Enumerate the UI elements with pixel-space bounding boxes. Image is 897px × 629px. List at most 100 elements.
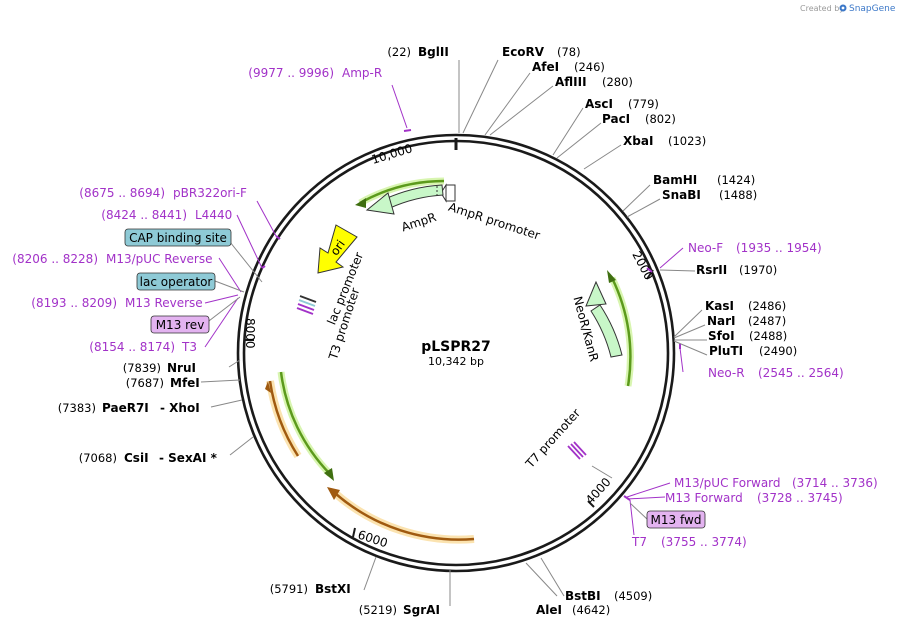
svg-text:EcoRV: EcoRV xyxy=(502,45,545,59)
svg-text:T3: T3 xyxy=(181,340,197,354)
ampr-ring-arc xyxy=(355,177,445,208)
primer-marks xyxy=(261,129,681,501)
enzyme-ecorv[interactable]: EcoRV (78) xyxy=(502,45,581,59)
tick-label-8000: 8000 xyxy=(243,318,257,349)
svg-text:(7068): (7068) xyxy=(79,451,117,465)
svg-text:(8206 .. 8228): (8206 .. 8228) xyxy=(12,252,98,266)
svg-text:(8675 .. 8694): (8675 .. 8694) xyxy=(79,186,165,200)
svg-text:(2490): (2490) xyxy=(759,344,797,358)
svg-text:SfoI: SfoI xyxy=(708,329,735,343)
label-ampr-promoter: AmpR promoter xyxy=(447,200,542,243)
left-green-arc xyxy=(277,371,334,481)
enzyme-bstbi[interactable]: BstBI (4509) xyxy=(565,589,652,603)
feature-connector-lines xyxy=(204,241,648,520)
left-orange-arc xyxy=(265,380,302,459)
svg-text:(22): (22) xyxy=(387,45,411,59)
primer-t3[interactable]: (8154 .. 8174) T3 xyxy=(89,340,197,354)
svg-text:(1935 .. 1954): (1935 .. 1954) xyxy=(736,241,822,255)
enzyme-xbai[interactable]: XbaI (1023) xyxy=(623,134,706,148)
svg-text:(802): (802) xyxy=(645,112,676,126)
enzyme-snabi[interactable]: SnaBI (1488) xyxy=(662,188,757,202)
enzyme-nari[interactable]: NarI (2487) xyxy=(707,314,786,328)
primer-m13-puc-forward[interactable]: M13/pUC Forward (3714 .. 3736) xyxy=(674,476,878,490)
svg-text:AleI: AleI xyxy=(536,603,562,617)
enzyme-bamhi[interactable]: BamHI (1424) xyxy=(653,173,755,187)
primer-pbr322ori-f[interactable]: (8675 .. 8694) pBR322ori-F xyxy=(79,186,247,200)
svg-text:(5219): (5219) xyxy=(359,603,397,617)
bottom-orange-arc xyxy=(327,487,475,544)
svg-text:M13 Reverse: M13 Reverse xyxy=(125,296,203,310)
svg-text:Neo-R: Neo-R xyxy=(708,366,745,380)
feature-cap-binding-site[interactable]: CAP binding site xyxy=(124,228,232,247)
svg-text:M13 fwd: M13 fwd xyxy=(651,513,702,527)
primer-m13-reverse[interactable]: (8193 .. 8209) M13 Reverse xyxy=(31,296,202,310)
svg-text:(8154 .. 8174): (8154 .. 8174) xyxy=(89,340,175,354)
svg-text:PacI: PacI xyxy=(602,112,630,126)
t7-promoter-stripes xyxy=(567,441,587,460)
primer-neo-r[interactable]: Neo-R (2545 .. 2564) xyxy=(708,366,844,380)
enzyme-pluti[interactable]: PluTI (2490) xyxy=(709,344,797,358)
enzyme-nrui[interactable]: (7839) NruI xyxy=(123,361,196,375)
svg-text:T7: T7 xyxy=(631,535,647,549)
svg-text:(2487): (2487) xyxy=(748,314,786,328)
svg-text:(2486): (2486) xyxy=(748,299,786,313)
svg-text:(7383): (7383) xyxy=(58,401,96,415)
feature-lac-operator[interactable]: lac operator xyxy=(136,272,216,291)
svg-text:(2545 .. 2564): (2545 .. 2564) xyxy=(758,366,844,380)
primer-connector-lines xyxy=(204,84,684,536)
enzyme-afei[interactable]: AfeI (246) xyxy=(532,60,605,74)
svg-text:BglII: BglII xyxy=(418,45,449,59)
primer-amp-r[interactable]: (9977 .. 9996) Amp-R xyxy=(248,66,382,80)
primer-m13-puc-reverse[interactable]: (8206 .. 8228) M13/pUC Reverse xyxy=(12,252,212,266)
primer-t7[interactable]: T7 (3755 .. 3774) xyxy=(631,535,747,549)
svg-text:BstBI: BstBI xyxy=(565,589,601,603)
enzyme-paer7i[interactable]: (7383) PaeR7I - XhoI xyxy=(58,401,200,415)
svg-text:(8193 .. 8209): (8193 .. 8209) xyxy=(31,296,117,310)
enzyme-mfei[interactable]: (7687) MfeI xyxy=(126,376,200,390)
feature-m13-fwd[interactable]: M13 fwd xyxy=(646,510,706,529)
plasmid-length: 10,342 bp xyxy=(428,355,484,368)
enzyme-connector-lines xyxy=(200,59,708,606)
svg-text:(78): (78) xyxy=(557,45,581,59)
enzyme-csii[interactable]: (7068) CsiI - SexAI * xyxy=(79,451,218,465)
svg-text:AfeI: AfeI xyxy=(532,60,559,74)
svg-text:NarI: NarI xyxy=(707,314,736,328)
enzyme-bglii[interactable]: (22) BglII xyxy=(387,45,448,59)
svg-text:SgrAI: SgrAI xyxy=(403,603,440,617)
svg-text:(7839): (7839) xyxy=(123,361,161,375)
tick-label-2000: 2000 xyxy=(629,249,656,283)
svg-text:KasI: KasI xyxy=(705,299,734,313)
svg-text:L4440: L4440 xyxy=(195,208,232,222)
enzyme-alei[interactable]: AleI (4642) xyxy=(536,603,610,617)
svg-text:(5791): (5791) xyxy=(270,582,308,596)
primer-neo-f[interactable]: Neo-F (1935 .. 1954) xyxy=(688,241,822,255)
lac-t3-stripes xyxy=(296,295,317,315)
enzyme-kasi[interactable]: KasI (2486) xyxy=(705,299,786,313)
watermark-brand: SnapGene xyxy=(849,4,896,14)
svg-text:(3714 .. 3736): (3714 .. 3736) xyxy=(792,476,878,490)
primer-m13-forward[interactable]: M13 Forward (3728 .. 3745) xyxy=(665,491,843,505)
backbone-outer-circle xyxy=(236,133,676,573)
svg-text:Amp-R: Amp-R xyxy=(342,66,382,80)
enzyme-asci[interactable]: AscI (779) xyxy=(585,97,659,111)
svg-text:AflIII: AflIII xyxy=(555,75,587,89)
svg-text:M13/pUC Reverse: M13/pUC Reverse xyxy=(106,252,213,266)
svg-text:(3755 .. 3774): (3755 .. 3774) xyxy=(661,535,747,549)
enzyme-rsrii[interactable]: RsrII (1970) xyxy=(696,263,777,277)
snapgene-logo-icon xyxy=(839,4,847,12)
watermark-prefix: Created by xyxy=(800,4,844,13)
enzyme-bstxi[interactable]: (5791) BstXI xyxy=(270,582,351,596)
svg-text:(3728 .. 3745): (3728 .. 3745) xyxy=(757,491,843,505)
svg-text:- XhoI: - XhoI xyxy=(160,401,200,415)
svg-text:(2488): (2488) xyxy=(749,329,787,343)
svg-text:SnaBI: SnaBI xyxy=(662,188,701,202)
feature-m13-rev[interactable]: M13 rev xyxy=(150,315,210,334)
enzyme-sgrai[interactable]: (5219) SgrAI xyxy=(359,603,440,617)
primer-l4440[interactable]: (8424 .. 8441) L4440 xyxy=(101,208,232,222)
label-t7-promoter: T7 promoter xyxy=(522,406,583,471)
svg-text:BstXI: BstXI xyxy=(315,582,351,596)
enzyme-afliii[interactable]: AflIII (280) xyxy=(555,75,633,89)
enzyme-sfoi[interactable]: SfoI (2488) xyxy=(708,329,787,343)
enzyme-paci[interactable]: PacI (802) xyxy=(602,112,676,126)
